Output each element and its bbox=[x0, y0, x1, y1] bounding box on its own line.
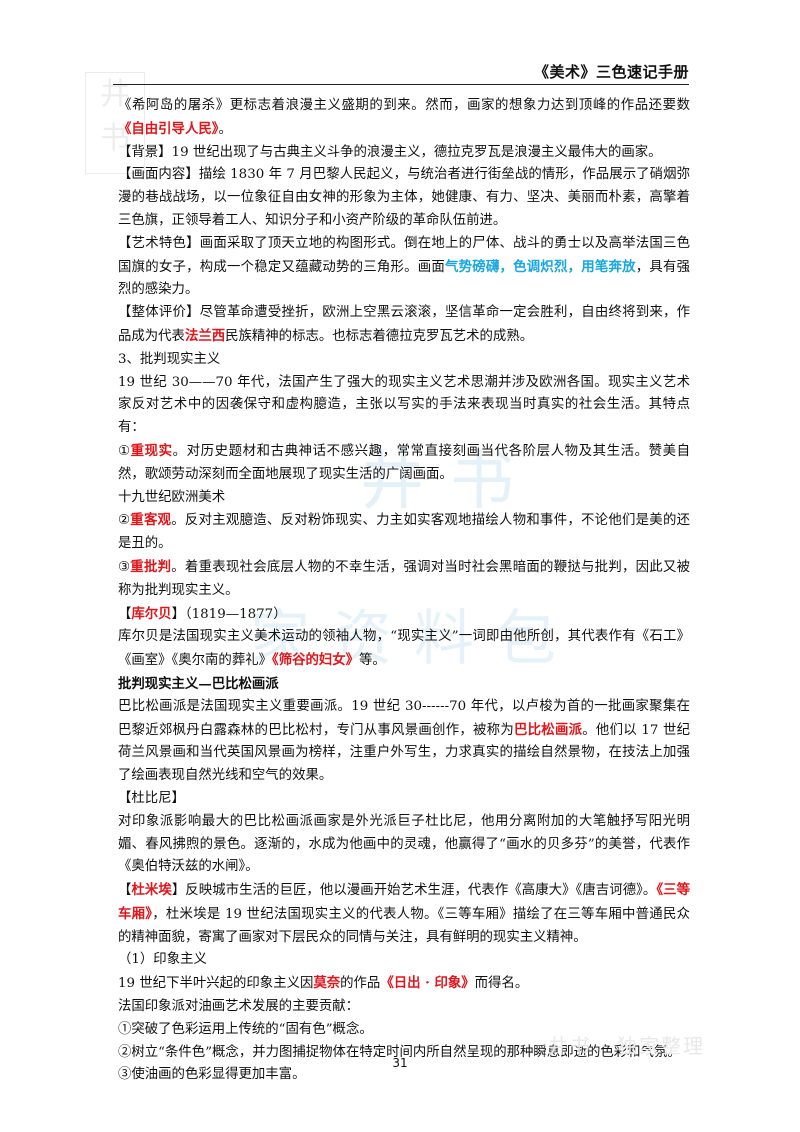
watermark-middle: 家资料包 bbox=[250, 604, 578, 674]
section-heading: （1）印象主义 bbox=[118, 952, 207, 968]
paragraph: 【杜米埃】反映城市生活的巨匠，他以漫画开始艺术生涯，代表作《高康大》《唐吉诃德》… bbox=[118, 882, 690, 945]
page-number: 31 bbox=[392, 1056, 408, 1070]
paragraph: 【艺术特色】画面采取了顶天立地的构图形式。倒在地上的尸体、战斗的勇士以及高举法国… bbox=[118, 235, 691, 298]
paragraph: 【库尔贝】（1819—1877） bbox=[118, 605, 287, 622]
highlight-red: 《自由引导人民》 bbox=[118, 120, 219, 137]
highlight-blue: 气势磅礴，色调炽烈，用笔奔放 bbox=[445, 258, 636, 275]
paragraph: 【整体评价】尽管革命遭受挫折，欧洲上空黑云滚滚，坚信革命一定会胜利，自由终将到来… bbox=[118, 305, 690, 344]
paragraph: 《希阿岛的屠杀》更标志着浪漫主义盛期的到来。然而，画家的想象力达到顶峰的作品还要… bbox=[118, 98, 690, 137]
list-item: ②重客观。反对主观臆造、反对粉饰现实、力主如实客观地描绘人物和事件，不论他们是美… bbox=[118, 512, 691, 552]
section-heading: 批判现实主义—巴比松画派 bbox=[118, 675, 279, 692]
highlight-red: 重批判 bbox=[130, 558, 172, 575]
page-content: 《希阿岛的屠杀》更标志着浪漫主义盛期的到来。然而，画家的想象力达到顶峰的作品还要… bbox=[118, 95, 690, 1087]
paragraph: 【背景】19 世纪出现了与古典主义斗争的浪漫主义，德拉克罗瓦是浪漫主义最伟大的画… bbox=[118, 144, 662, 160]
highlight-red: 《筛谷的妇女》 bbox=[272, 652, 360, 669]
list-item: ③重批判。着重表现社会底层人物的不幸生活，强调对当时社会黑暗面的鞭挞与批判，因此… bbox=[118, 558, 691, 598]
list-item: ①重现实。对历史题材和古典神话不感兴趣，常常直接刻画当代各阶层人物及其生活。赞美… bbox=[118, 442, 690, 482]
highlight-red: 莫奈 bbox=[313, 975, 341, 992]
highlight-red: 法兰西 bbox=[184, 327, 226, 344]
paragraph: 【画面内容】描绘 1830 年 7 月巴黎人民起义，与统治者进行街垒战的情形，作… bbox=[118, 167, 690, 228]
paragraph: 法国印象派对油画艺术发展的主要贡献： bbox=[118, 999, 360, 1015]
list-item: ①突破了色彩运用上传统的“固有色”概念。 bbox=[118, 1021, 373, 1037]
section-heading: 3、批判现实主义 bbox=[118, 351, 221, 367]
paragraph: 库尔贝是法国现实主义美术运动的领袖人物，“现实主义”一词即由他所创，其代表作有《… bbox=[118, 629, 690, 669]
highlight-red: 重现实 bbox=[130, 442, 173, 459]
paragraph: 19 世纪 30——70 年代，法国产生了强大的现实主义艺术思潮并涉及欧洲各国。… bbox=[118, 374, 690, 436]
list-item: ③使油画的色彩显得更加丰富。 bbox=[118, 1067, 306, 1083]
watermark-large: 井书 bbox=[360, 445, 540, 519]
paragraph: 19 世纪下半叶兴起的印象主义因莫奈的作品《日出 · 印象》而得名。 bbox=[118, 975, 529, 992]
paragraph: 对印象派影响最大的巴比松画派画家是外光派巨子杜比尼，他用分离附加的大笔触抒写阳光… bbox=[118, 813, 690, 875]
paragraph: 【杜比尼】 bbox=[118, 790, 185, 806]
highlight-red: 《三等车厢》 bbox=[118, 882, 690, 922]
highlight-red: 《日出 · 印象》 bbox=[380, 975, 475, 992]
highlight-red: 杜米埃 bbox=[131, 882, 172, 899]
watermark-bottom: 井书 · 独家整理 bbox=[548, 1034, 706, 1058]
publisher-logo: 井书 bbox=[85, 72, 145, 174]
highlight-red: 库尔贝 bbox=[131, 605, 172, 622]
list-item: ②树立“条件色”概念，并力图捕捉物体在特定时间内所自然呈现的那种瞬息即逝的色彩和… bbox=[118, 1044, 681, 1060]
paragraph: 巴比松画派是法国现实主义重要画派。19 世纪 30------70 年代，以卢梭… bbox=[118, 698, 691, 784]
page-header: 《美术》三色速记手册 bbox=[113, 58, 689, 85]
highlight-red: 重客观 bbox=[130, 512, 172, 529]
highlight-red: 巴比松画派 bbox=[513, 721, 583, 738]
paragraph: 十九世纪欧洲美术 bbox=[118, 489, 226, 505]
header-title: 《美术》三色速记手册 bbox=[533, 63, 689, 81]
